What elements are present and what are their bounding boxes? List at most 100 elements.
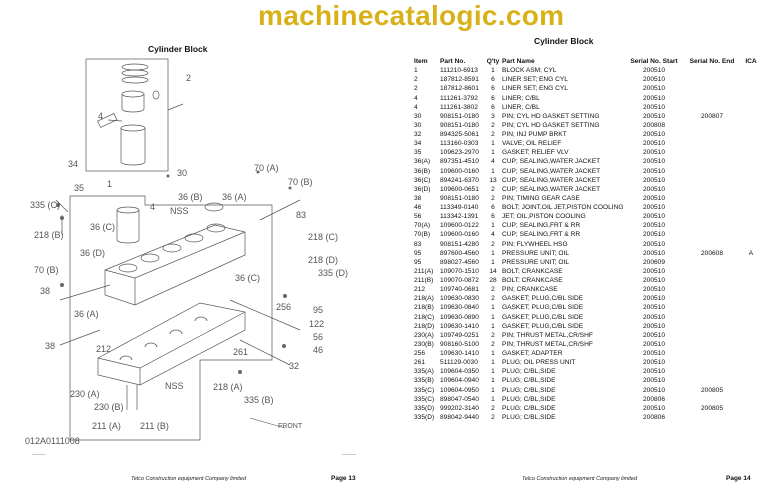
cell-part-name: BOLT; CRANKCASE bbox=[502, 267, 563, 275]
cell-part-name: PLUG; C/BL,SIDE bbox=[502, 386, 556, 394]
cell-serial-end: 200805 bbox=[700, 386, 723, 394]
cell-serial-end bbox=[683, 121, 741, 130]
cell-item: 4 bbox=[414, 103, 418, 111]
cell-part-no: 109600-0651 bbox=[440, 185, 479, 193]
cell-part-no: 109600-0160 bbox=[440, 167, 479, 175]
cell-qty: 6 bbox=[491, 204, 495, 211]
table-header-row: Item Part No. Q'ty Part Name Serial No. … bbox=[414, 57, 761, 66]
cell-serial-end bbox=[683, 395, 741, 404]
cell-part-name: PLUG; C/BL,SIDE bbox=[502, 368, 556, 376]
cell-serial-start: 200510 bbox=[642, 277, 665, 284]
callout-label: 38 bbox=[40, 286, 51, 296]
cell-serial-end bbox=[683, 303, 741, 312]
cell-item: 30 bbox=[414, 121, 422, 129]
cell-serial-end bbox=[683, 194, 741, 203]
callout-label: 83 bbox=[296, 210, 307, 220]
cell-qty: 2 bbox=[491, 240, 495, 248]
cell-qty: 2 bbox=[491, 121, 495, 129]
callout-label: 256 bbox=[276, 302, 292, 312]
cell-qty: 1 bbox=[491, 149, 495, 157]
cell-item: 218(A) bbox=[414, 295, 434, 303]
cell-item: 34 bbox=[414, 140, 422, 148]
cell-serial-end bbox=[683, 203, 741, 212]
callout-label: 36 (C) bbox=[235, 273, 261, 283]
front-arrow-label: FRONT bbox=[278, 423, 303, 430]
callout-label: 230 (B) bbox=[94, 402, 124, 412]
callout-label: 218 (A) bbox=[213, 382, 243, 392]
cell-ica bbox=[741, 84, 761, 93]
cell-ica bbox=[741, 157, 761, 166]
callout-label: NSS bbox=[165, 381, 184, 391]
callout-label: 70 (A) bbox=[254, 163, 279, 173]
right-page-number: Page 14 bbox=[726, 475, 751, 482]
cell-part-name: LINER; C/BL bbox=[502, 103, 540, 111]
right-footer-company: Telco Construction equipment Company lim… bbox=[522, 476, 638, 482]
col-part-no: Part No. bbox=[440, 58, 466, 65]
cell-serial-start: 200510 bbox=[642, 286, 665, 294]
cell-item: 211(A) bbox=[414, 267, 434, 275]
drawing-id: 012A0111008 bbox=[25, 436, 80, 446]
col-part-name: Part Name bbox=[502, 58, 535, 65]
cell-serial-start: 200806 bbox=[642, 413, 665, 421]
cell-part-no: 908151-0180 bbox=[440, 121, 479, 129]
cell-serial-start: 200510 bbox=[642, 76, 665, 84]
cell-qty: 1 bbox=[491, 249, 495, 257]
cell-part-no: 897600-4560 bbox=[440, 249, 479, 257]
cell-qty: 2 bbox=[491, 185, 495, 193]
cell-ica bbox=[741, 358, 761, 367]
cell-qty: 1 bbox=[491, 167, 495, 175]
cell-ica bbox=[741, 395, 761, 404]
callout-label: 46 bbox=[313, 345, 324, 355]
cell-serial-end: 200608 bbox=[700, 249, 723, 257]
callout-label: 35 bbox=[74, 183, 85, 193]
cell-serial-start: 200510 bbox=[642, 67, 665, 75]
callout-label: 211 (B) bbox=[140, 421, 169, 431]
cell-part-name: LINER SET; ENG CYL bbox=[502, 85, 568, 93]
cell-item: 218(C) bbox=[414, 313, 435, 321]
cell-serial-start: 200510 bbox=[642, 185, 665, 193]
watermark: machinecatalogic.com bbox=[258, 0, 565, 31]
callout-label: 335 (B) bbox=[244, 395, 274, 405]
cell-serial-start: 200510 bbox=[642, 103, 665, 111]
cell-qty: 2 bbox=[491, 404, 495, 412]
cell-part-no: 898042-9440 bbox=[440, 413, 479, 421]
cell-ica bbox=[741, 212, 761, 221]
cell-qty: 3 bbox=[491, 112, 495, 120]
cell-serial-end bbox=[683, 148, 741, 157]
cell-qty: 1 bbox=[491, 395, 495, 403]
cell-qty: 6 bbox=[491, 103, 495, 111]
cell-qty: 2 bbox=[491, 131, 495, 138]
cell-ica bbox=[741, 294, 761, 303]
left-footer-company: Telco Construction equipment Company lim… bbox=[131, 476, 247, 482]
cell-part-name: PIN; INJ PUMP BRKT bbox=[502, 131, 567, 138]
cell-serial-start: 200510 bbox=[642, 386, 665, 394]
cell-serial-end bbox=[683, 294, 741, 303]
cell-serial-end bbox=[683, 240, 741, 249]
cell-ica bbox=[741, 167, 761, 176]
cell-part-no: 109630-0840 bbox=[440, 304, 479, 312]
callout-label: 335 (D) bbox=[318, 268, 349, 278]
cell-part-no: 109630-1410 bbox=[440, 350, 479, 357]
cell-serial-end bbox=[683, 322, 741, 331]
cell-qty: 2 bbox=[491, 194, 495, 202]
cell-part-no: 113342-1391 bbox=[440, 213, 479, 221]
cell-part-name: PLUG; C/BL,SIDE bbox=[502, 377, 556, 385]
cell-qty: 1 bbox=[491, 368, 495, 376]
callout-label: 211 (A) bbox=[92, 421, 121, 431]
cell-item: 335(C) bbox=[414, 386, 435, 394]
cell-item: 1 bbox=[414, 67, 418, 75]
cell-qty: 1 bbox=[491, 222, 495, 230]
